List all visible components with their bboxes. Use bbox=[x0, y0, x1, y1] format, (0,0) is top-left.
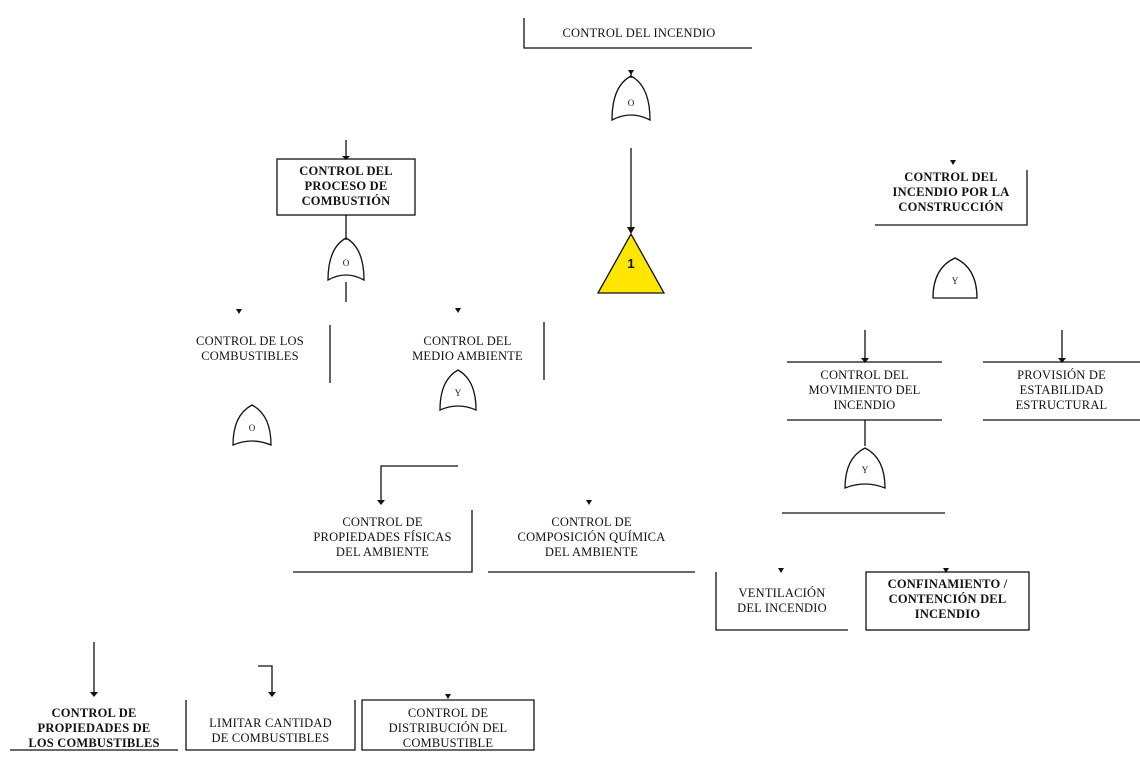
root-gate-shape bbox=[611, 75, 651, 122]
limitar-box bbox=[185, 700, 356, 751]
combustibles-gate-label: O bbox=[248, 423, 256, 433]
combustibles-node-label: CONTROL DE LOS COMBUSTIBLES bbox=[196, 334, 304, 363]
fisicas-node-label: CONTROL DE PROPIEDADES FÍSICAS DEL AMBIE… bbox=[313, 515, 452, 559]
movimiento-gate-shape bbox=[844, 447, 886, 489]
arrow-tick bbox=[236, 309, 242, 314]
propiedades-combustibles-label: CONTROL DE PROPIEDADES DE LOS COMBUSTIBL… bbox=[28, 706, 160, 750]
limitar-node-label: LIMITAR CANTIDAD DE COMBUSTIBLES bbox=[209, 716, 332, 745]
fisicas-connector bbox=[380, 465, 458, 502]
quimica-node-label: CONTROL DE COMPOSICIÓN QUÍMICA DEL AMBIE… bbox=[517, 515, 666, 559]
construccion-box bbox=[875, 170, 1028, 226]
transfer-number: 1 bbox=[627, 256, 635, 271]
confinamiento-box bbox=[865, 571, 1030, 631]
distribucion-node-label: CONTROL DE DISTRIBUCIÓN DEL COMBUSTIBLE bbox=[388, 706, 508, 750]
arrow-tick bbox=[342, 156, 350, 160]
combustion-gate-label: O bbox=[342, 258, 350, 268]
arrow-tick bbox=[628, 70, 634, 75]
medio-ambiente-node-label: CONTROL DEL MEDIO AMBIENTE bbox=[412, 334, 523, 363]
arrow-tick bbox=[1058, 358, 1066, 363]
arrow-tick bbox=[586, 500, 592, 505]
movimiento-gate-label: Y bbox=[861, 465, 869, 475]
arrow-tick bbox=[90, 692, 98, 697]
arrow-tick bbox=[861, 358, 869, 363]
transfer-triangle bbox=[596, 232, 666, 294]
arrow-tick bbox=[445, 694, 451, 699]
medio-gate-shape bbox=[439, 369, 477, 411]
limitar-connector bbox=[258, 665, 273, 694]
root-gate-label: O bbox=[627, 98, 635, 108]
combustion-node-label: CONTROL DEL PROCESO DE COMBUSTIÓN bbox=[299, 164, 393, 208]
fisicas-box bbox=[293, 510, 473, 573]
arrow-tick bbox=[950, 160, 956, 165]
arrow-tick bbox=[943, 568, 949, 573]
combustion-gate-shape bbox=[327, 237, 365, 282]
construccion-gate-shape bbox=[932, 257, 978, 299]
construccion-node-label: CONTROL DEL INCENDIO POR LA CONSTRUCCIÓN bbox=[892, 170, 1010, 214]
medio-gate-label: Y bbox=[454, 388, 462, 398]
movimiento-node-label: CONTROL DEL MOVIMIENTO DEL INCENDIO bbox=[808, 368, 921, 412]
confinamiento-node-label: CONFINAMIENTO / CONTENCIÓN DEL INCENDIO bbox=[887, 577, 1008, 621]
root-box-border bbox=[523, 18, 752, 49]
arrow-tick bbox=[455, 308, 461, 313]
ventilacion-node-label: VENTILACIÓN DEL INCENDIO bbox=[737, 586, 827, 615]
arrow-tick bbox=[627, 227, 635, 234]
construccion-gate-label: Y bbox=[951, 276, 959, 286]
ventilacion-box bbox=[715, 572, 848, 631]
combustibles-gate-shape bbox=[232, 404, 272, 446]
distribucion-box bbox=[361, 699, 535, 751]
estabilidad-node-label: PROVISIÓN DE ESTABILIDAD ESTRUCTURAL bbox=[1015, 368, 1108, 412]
arrow-tick bbox=[268, 692, 276, 697]
arrow-tick bbox=[778, 568, 784, 573]
root-node-label: CONTROL DEL INCENDIO bbox=[562, 26, 716, 40]
arrow-tick bbox=[377, 500, 385, 505]
